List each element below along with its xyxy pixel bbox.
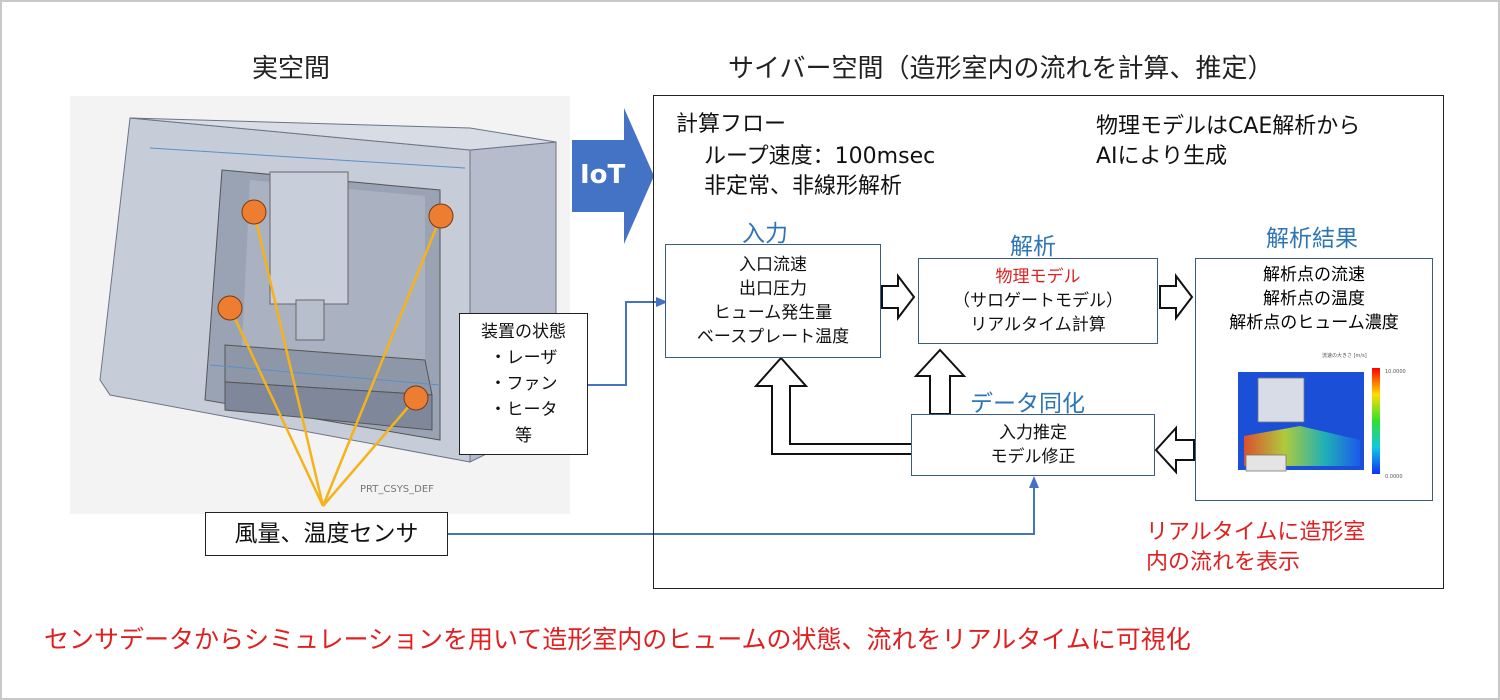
cfd-table <box>1245 454 1287 472</box>
result-to-assim-arrow <box>1154 425 1195 475</box>
cfd-legend-bar <box>1372 368 1380 474</box>
input-item: ベースプレート温度 <box>696 327 850 347</box>
device-state-item: 等 <box>515 426 532 446</box>
analysis-realtime: リアルタイム計算 <box>970 315 1106 335</box>
realtime-note-line1: リアルタイムに造形室 <box>1146 520 1366 545</box>
input-item: 出口圧力 <box>739 279 807 299</box>
result-item: 解析点の流速 <box>1263 265 1365 285</box>
physics-note-line1: 物理モデルはCAE解析から <box>1096 114 1361 139</box>
sensor-label: 風量、温度センサ <box>234 521 419 547</box>
result-item: 解析点の温度 <box>1263 289 1365 309</box>
cfd-legend-min: 0.0000 <box>1385 474 1403 480</box>
calc-flow-loop-speed: ループ速度：100msec <box>704 144 936 169</box>
sensor-dot <box>403 385 429 411</box>
data-assim-line2: モデル修正 <box>990 447 1076 467</box>
data-assim-box: 入力推定 モデル修正 <box>911 414 1155 476</box>
realtime-note: リアルタイムに造形室 内の流れを表示 <box>1146 518 1365 578</box>
device-state-item: ・ヒータ <box>489 400 558 420</box>
assim-to-analysis-arrow <box>913 348 967 415</box>
cfd-legend-max: 10.0000 <box>1385 369 1406 375</box>
iot-arrow <box>572 108 654 244</box>
device-state-item: ・ファン <box>489 374 558 394</box>
data-assim-line1: 入力推定 <box>999 423 1067 443</box>
device-to-input-line <box>588 301 660 386</box>
calc-flow-method: 非定常、非線形解析 <box>704 174 903 199</box>
device-state-title: 装置の状態 <box>481 322 566 342</box>
sensor-to-assim-line <box>448 484 1035 535</box>
cyber-space-title: サイバー空間（造形室内の流れを計算、推定） <box>728 54 1274 84</box>
data-assim-heading: データ同化 <box>970 391 1085 417</box>
device-state-item: ・レーザ <box>489 348 558 368</box>
input-to-analysis-arrow <box>881 273 916 321</box>
cyber-space-panel <box>653 95 1444 589</box>
analysis-to-result-arrow <box>1159 273 1194 321</box>
input-box: 入口流速 出口圧力 ヒューム発生量 ベースプレート温度 <box>665 244 881 358</box>
result-item: 解析点のヒューム濃度 <box>1229 313 1399 333</box>
sensor-dot <box>241 199 267 225</box>
analysis-surrogate: （サロゲートモデル） <box>953 291 1123 311</box>
input-item: 入口流速 <box>739 255 807 275</box>
assim-to-input-arrow <box>753 356 913 455</box>
cfd-legend-title: 流速の大きさ [m/s] <box>1322 352 1367 359</box>
machine-overlay-text: PRT_CSYS_DEF <box>360 484 434 495</box>
iot-label: IoT <box>580 160 626 190</box>
physics-note-line2: AIにより生成 <box>1096 144 1228 169</box>
cfd-spindle <box>1257 377 1305 423</box>
real-space-title: 実空間 <box>252 54 331 84</box>
analysis-box: 物理モデル （サロゲートモデル） リアルタイム計算 <box>918 258 1158 344</box>
sensor-label-box: 風量、温度センサ <box>205 512 448 556</box>
sensor-dot <box>428 203 454 229</box>
sensor-lines <box>228 211 443 507</box>
input-heading: 入力 <box>742 221 788 247</box>
input-item: ヒューム発生量 <box>713 303 833 323</box>
caption: センサデータからシミュレーションを用いて造形室内のヒュームの状態、流れをリアルタ… <box>44 625 1191 654</box>
calc-flow-title: 計算フロー <box>676 112 787 137</box>
analysis-heading: 解析 <box>1010 234 1056 260</box>
realtime-note-line2: 内の流れを表示 <box>1146 550 1301 575</box>
device-state-box: 装置の状態 ・レーザ ・ファン ・ヒータ 等 <box>459 313 588 455</box>
sensor-dot <box>217 295 243 321</box>
result-heading: 解析結果 <box>1266 226 1358 252</box>
analysis-physics-model: 物理モデル <box>995 267 1081 287</box>
